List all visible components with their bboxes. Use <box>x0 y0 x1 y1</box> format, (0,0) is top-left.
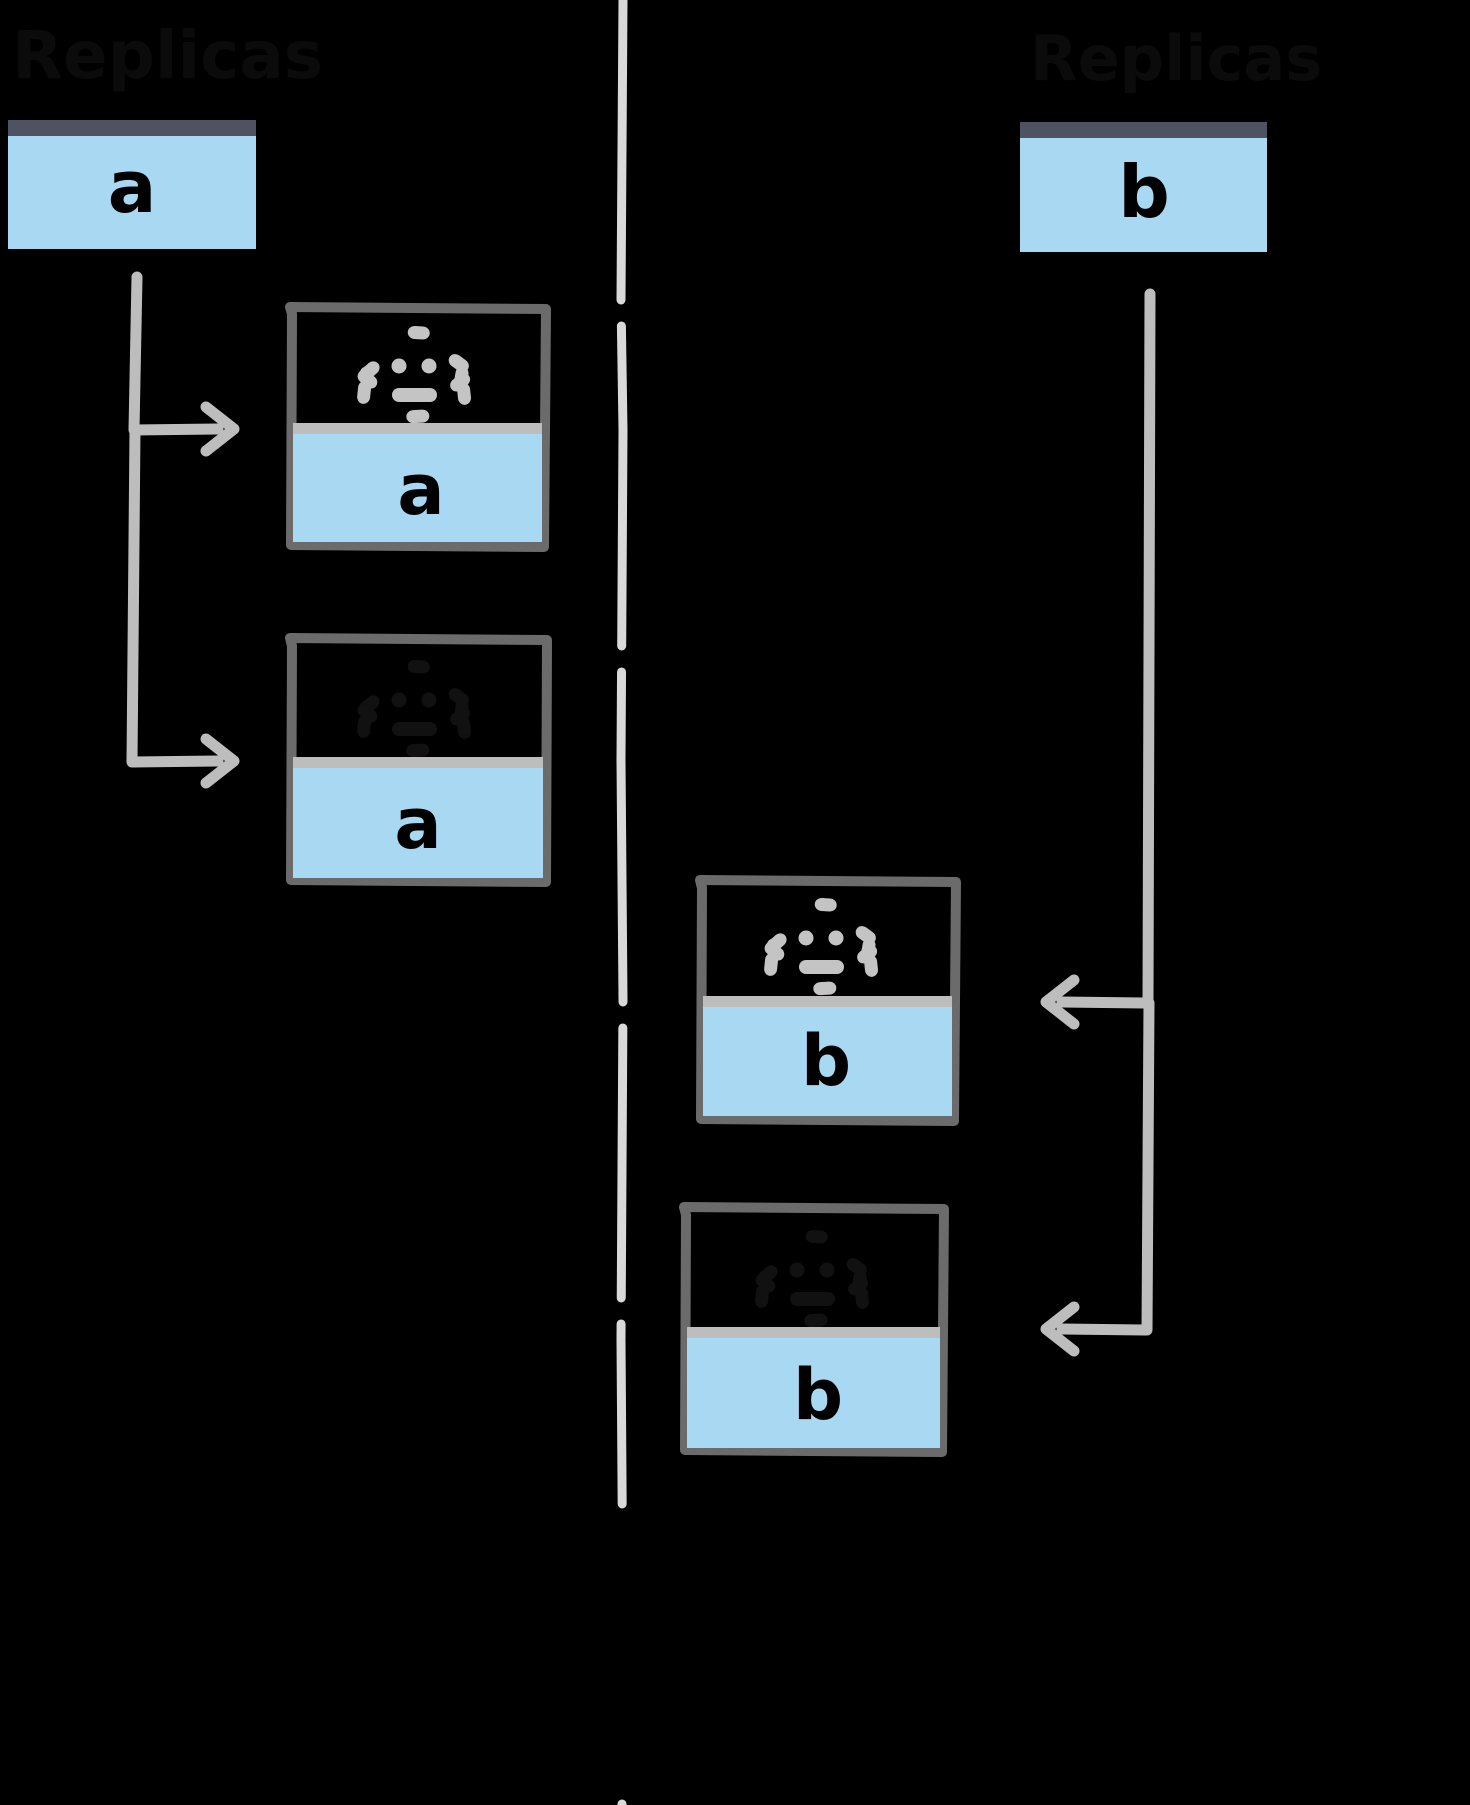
target-node-b-2-fill <box>687 1338 940 1448</box>
target-node-a-2[interactable]: a <box>285 633 552 887</box>
group-left-header: Replicas <box>12 17 323 94</box>
target-node-a-1-border <box>285 302 551 552</box>
edge-b-1 <box>1046 288 1156 1024</box>
target-node-b-2-divider <box>687 1327 940 1339</box>
source-node-b-label: b <box>1118 150 1170 234</box>
edge-a-2 <box>126 424 234 783</box>
edge-b-2 <box>1046 997 1155 1351</box>
source-node-a[interactable]: a <box>8 120 256 249</box>
source-node-b-body <box>1020 138 1267 252</box>
target-node-a-2-label: a <box>394 783 441 865</box>
group-right: Replicas b <box>679 22 1322 1457</box>
target-node-a-2-fill <box>293 768 543 878</box>
target-node-b-2[interactable]: b <box>679 1202 949 1457</box>
target-node-a-2-border <box>285 633 552 887</box>
target-node-a-1[interactable]: a <box>285 302 551 552</box>
vertical-dashed-divider <box>616 0 628 1805</box>
source-node-a-label: a <box>108 145 157 229</box>
source-node-a-header-bar <box>8 120 256 137</box>
target-node-b-1-fill <box>703 1007 952 1116</box>
target-node-b-1-border <box>695 875 961 1126</box>
target-node-b-2-border <box>679 1202 949 1457</box>
source-node-b-header-bar <box>1020 122 1267 139</box>
group-right-header: Replicas <box>1030 22 1322 95</box>
target-node-b-1-divider <box>703 996 952 1008</box>
target-node-b-1[interactable]: b <box>695 875 961 1126</box>
group-left: Replicas a <box>8 17 552 887</box>
target-node-b-1-label: b <box>801 1020 851 1102</box>
target-node-a-1-divider <box>293 423 542 435</box>
target-node-a-2-divider <box>293 757 543 769</box>
target-node-b-2-label: b <box>793 1354 843 1436</box>
target-node-a-1-label: a <box>397 449 444 531</box>
source-node-b[interactable]: b <box>1020 122 1267 252</box>
edge-a-1 <box>128 271 234 451</box>
target-node-a-1-fill <box>293 434 542 542</box>
source-node-a-body <box>8 136 256 249</box>
